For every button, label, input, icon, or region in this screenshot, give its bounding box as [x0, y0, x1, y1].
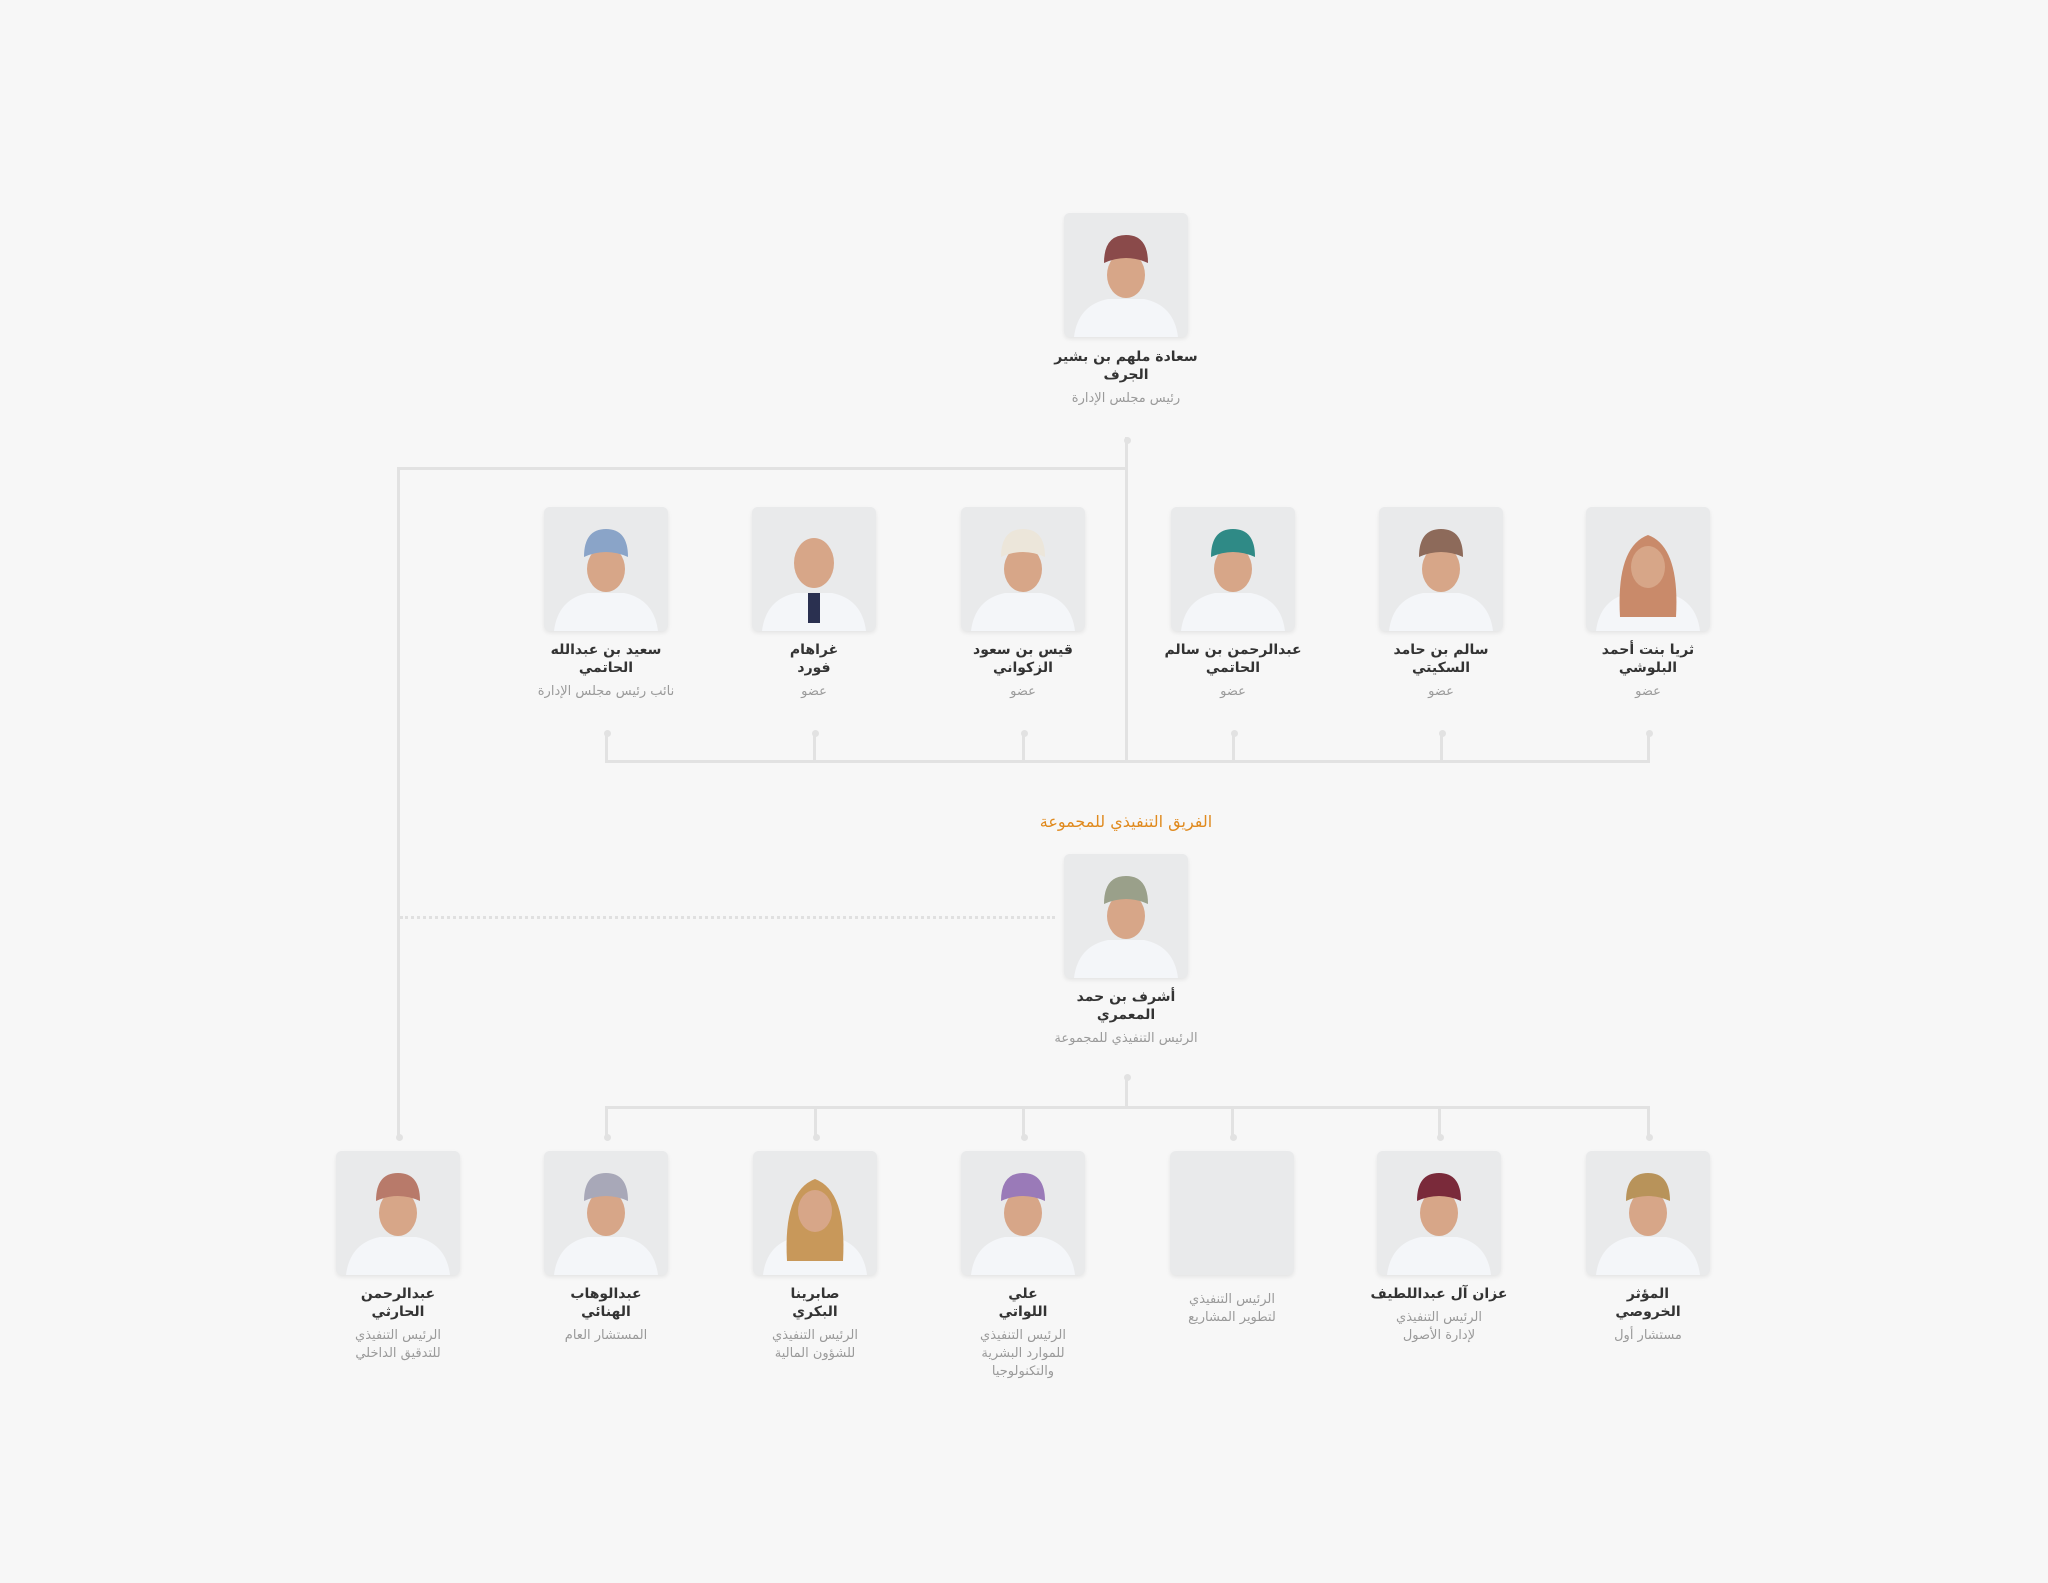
board-member-name: الزكواني [993, 660, 1053, 676]
board-member-name: سالم بن حامد [1393, 642, 1489, 658]
connector-dot [396, 1134, 403, 1141]
board-member-name: فورد [797, 660, 831, 676]
ceo-title: الرئيس التنفيذي للمجموعة [1054, 1031, 1198, 1046]
executive-title: الرئيس التنفيذي [772, 1328, 858, 1343]
board-member-photo [1379, 507, 1503, 631]
connector-audit-vertical [397, 467, 400, 1137]
executive-team-heading: الفريق التنفيذي للمجموعة [1039, 812, 1213, 831]
executive-title: للشؤون المالية [774, 1346, 856, 1361]
connector-stub [1022, 1106, 1025, 1138]
executive-name: صابرينا [790, 1286, 840, 1302]
ceo-name: المعمري [1096, 1007, 1156, 1023]
chairman-name: سعادة ملهم بن بشير [1054, 349, 1198, 365]
executive-photo [753, 1151, 877, 1275]
ceo-name: أشرف بن حمد [1076, 989, 1176, 1005]
connector-stub [1440, 733, 1443, 761]
connector-to-audit [397, 467, 1128, 470]
board-member-photo [1586, 507, 1710, 631]
executive-name: الحارثي [371, 1304, 425, 1320]
connector-dot [1021, 1134, 1028, 1141]
connector-stub [1232, 733, 1235, 761]
connector-dot [604, 730, 611, 737]
connector-dot [1230, 1134, 1237, 1141]
executive-title: للموارد البشرية [981, 1346, 1065, 1361]
connector-stub [1438, 1106, 1441, 1138]
connector-stub [1647, 733, 1650, 761]
executive-name: الخروصي [1615, 1304, 1681, 1320]
board-member-title: عضو [1428, 684, 1454, 699]
executive-name: عبدالرحمن [360, 1286, 436, 1302]
executive-photo [544, 1151, 668, 1275]
connector-board-bracket [605, 760, 1650, 763]
connector-dot [1021, 730, 1028, 737]
board-member-photo [1171, 507, 1295, 631]
connector-stub [605, 1106, 608, 1138]
connector-stub [1022, 733, 1025, 761]
board-member-name: الحاتمي [578, 660, 634, 676]
chairman-name: الجرف [1103, 367, 1149, 383]
board-member-title: عضو [1010, 684, 1036, 699]
board-member-title: عضو [801, 684, 827, 699]
connector-dot [813, 1134, 820, 1141]
executive-name: البكري [792, 1304, 838, 1320]
executive-photo [336, 1151, 460, 1275]
board-member-title: عضو [1635, 684, 1661, 699]
executive-title: الرئيس التنفيذي [980, 1328, 1066, 1343]
executive-photo [1586, 1151, 1710, 1275]
connector-stub [814, 1106, 817, 1138]
board-member-name: ثريا بنت أحمد [1601, 642, 1695, 658]
executive-photo-placeholder [1170, 1151, 1294, 1275]
chairman-photo [1064, 213, 1188, 337]
executive-name: عزان آل عبداللطيف [1370, 1286, 1508, 1302]
executive-name: عبدالوهاب [570, 1286, 642, 1302]
executive-title: الرئيس التنفيذي [1396, 1310, 1482, 1325]
ceo-photo [1064, 854, 1188, 978]
board-member-name: عبدالرحمن بن سالم [1164, 642, 1302, 658]
connector-ceo-down [1125, 1075, 1128, 1108]
board-member-name: قيس بن سعود [973, 642, 1073, 658]
connector-dot [1646, 1134, 1653, 1141]
connector-exec-bracket [605, 1106, 1650, 1109]
executive-photo [961, 1151, 1085, 1275]
connector-dot [1124, 437, 1131, 444]
connector-dot [1231, 730, 1238, 737]
board-member-name: السكيتي [1411, 660, 1471, 676]
connector-dot [1124, 1074, 1131, 1081]
executive-name: اللواتي [998, 1304, 1048, 1320]
executive-photo [1377, 1151, 1501, 1275]
board-member-photo [752, 507, 876, 631]
connector-stub [1231, 1106, 1234, 1138]
executive-name: المؤثر [1626, 1286, 1670, 1302]
connector-dot [1646, 730, 1653, 737]
board-member-title: عضو [1220, 684, 1246, 699]
executive-title: مستشار أول [1614, 1328, 1682, 1343]
connector-dot [812, 730, 819, 737]
executive-title: الرئيس التنفيذي [355, 1328, 441, 1343]
chairman-title: رئيس مجلس الإدارة [1071, 391, 1181, 406]
connector-dot [1439, 730, 1446, 737]
dotted-connector-ceo-audit [400, 916, 1055, 919]
connector-stub [813, 733, 816, 761]
connector-dot [1437, 1134, 1444, 1141]
executive-title: الرئيس التنفيذي [1189, 1292, 1275, 1307]
board-member-name: البلوشي [1618, 660, 1678, 676]
board-member-photo [961, 507, 1085, 631]
executive-title: المستشار العام [564, 1328, 648, 1343]
board-member-photo [544, 507, 668, 631]
executive-title: لإدارة الأصول [1402, 1328, 1476, 1343]
connector-stub [1647, 1106, 1650, 1138]
executive-name: الهنائي [581, 1304, 631, 1320]
executive-title: للتدقيق الداخلي [355, 1346, 441, 1361]
connector-dot [604, 1134, 611, 1141]
executive-name: علي [1008, 1286, 1038, 1302]
connector-chairman-down [1125, 437, 1128, 761]
board-member-title: نائب رئيس مجلس الإدارة [537, 684, 675, 699]
connector-stub [605, 733, 608, 761]
board-member-name: الحاتمي [1205, 660, 1261, 676]
executive-title: والتكنولوجيا [991, 1364, 1055, 1379]
board-member-name: سعيد بن عبدالله [550, 642, 662, 658]
executive-title: لتطوير المشاريع [1188, 1310, 1276, 1325]
board-member-name: غراهام [789, 642, 839, 658]
